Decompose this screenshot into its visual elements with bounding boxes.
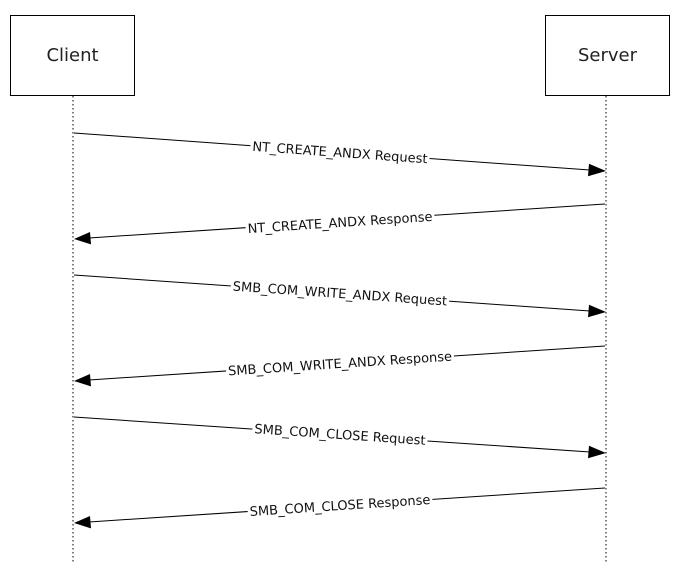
message-6: SMB_COM_CLOSE Response bbox=[74, 487, 606, 529]
message-1-arrowhead bbox=[588, 163, 606, 177]
message-2: NT_CREATE_ANDX Response bbox=[74, 203, 606, 245]
client-actor: Client bbox=[10, 15, 135, 96]
message-6-label-bg bbox=[247, 492, 433, 521]
message-2-arrowhead bbox=[74, 232, 91, 245]
message-3: SMB_COM_WRITE_ANDX Request bbox=[73, 274, 606, 318]
message-5-label-bg bbox=[251, 422, 428, 449]
message-5-label: SMB_COM_CLOSE Request bbox=[254, 422, 426, 449]
server-box bbox=[545, 15, 670, 96]
message-3-label-bg bbox=[230, 279, 450, 310]
message-4-arrowhead bbox=[74, 374, 91, 387]
client-box bbox=[10, 15, 135, 96]
message-2-label-bg bbox=[245, 209, 435, 238]
message-3-arrowhead bbox=[588, 304, 606, 318]
message-6-label: SMB_COM_CLOSE Response bbox=[249, 493, 431, 520]
message-4: SMB_COM_WRITE_ANDX Response bbox=[74, 345, 606, 387]
server-actor: Server bbox=[545, 15, 670, 96]
server-label: Server bbox=[578, 45, 638, 66]
message-1-label: NT_CREATE_ANDX Request bbox=[252, 140, 428, 168]
message-5: SMB_COM_CLOSE Request bbox=[73, 416, 606, 459]
message-2-label: NT_CREATE_ANDX Response bbox=[247, 210, 433, 237]
message-5-arrowhead bbox=[588, 445, 606, 459]
message-4-label: SMB_COM_WRITE_ANDX Response bbox=[228, 350, 453, 380]
message-1-label-bg bbox=[249, 139, 430, 168]
message-1: NT_CREATE_ANDX Request bbox=[73, 132, 606, 177]
message-4-label-bg bbox=[225, 349, 455, 380]
client-label: Client bbox=[46, 45, 98, 66]
message-3-label: SMB_COM_WRITE_ANDX Request bbox=[232, 280, 447, 310]
message-6-arrowhead bbox=[74, 516, 91, 529]
